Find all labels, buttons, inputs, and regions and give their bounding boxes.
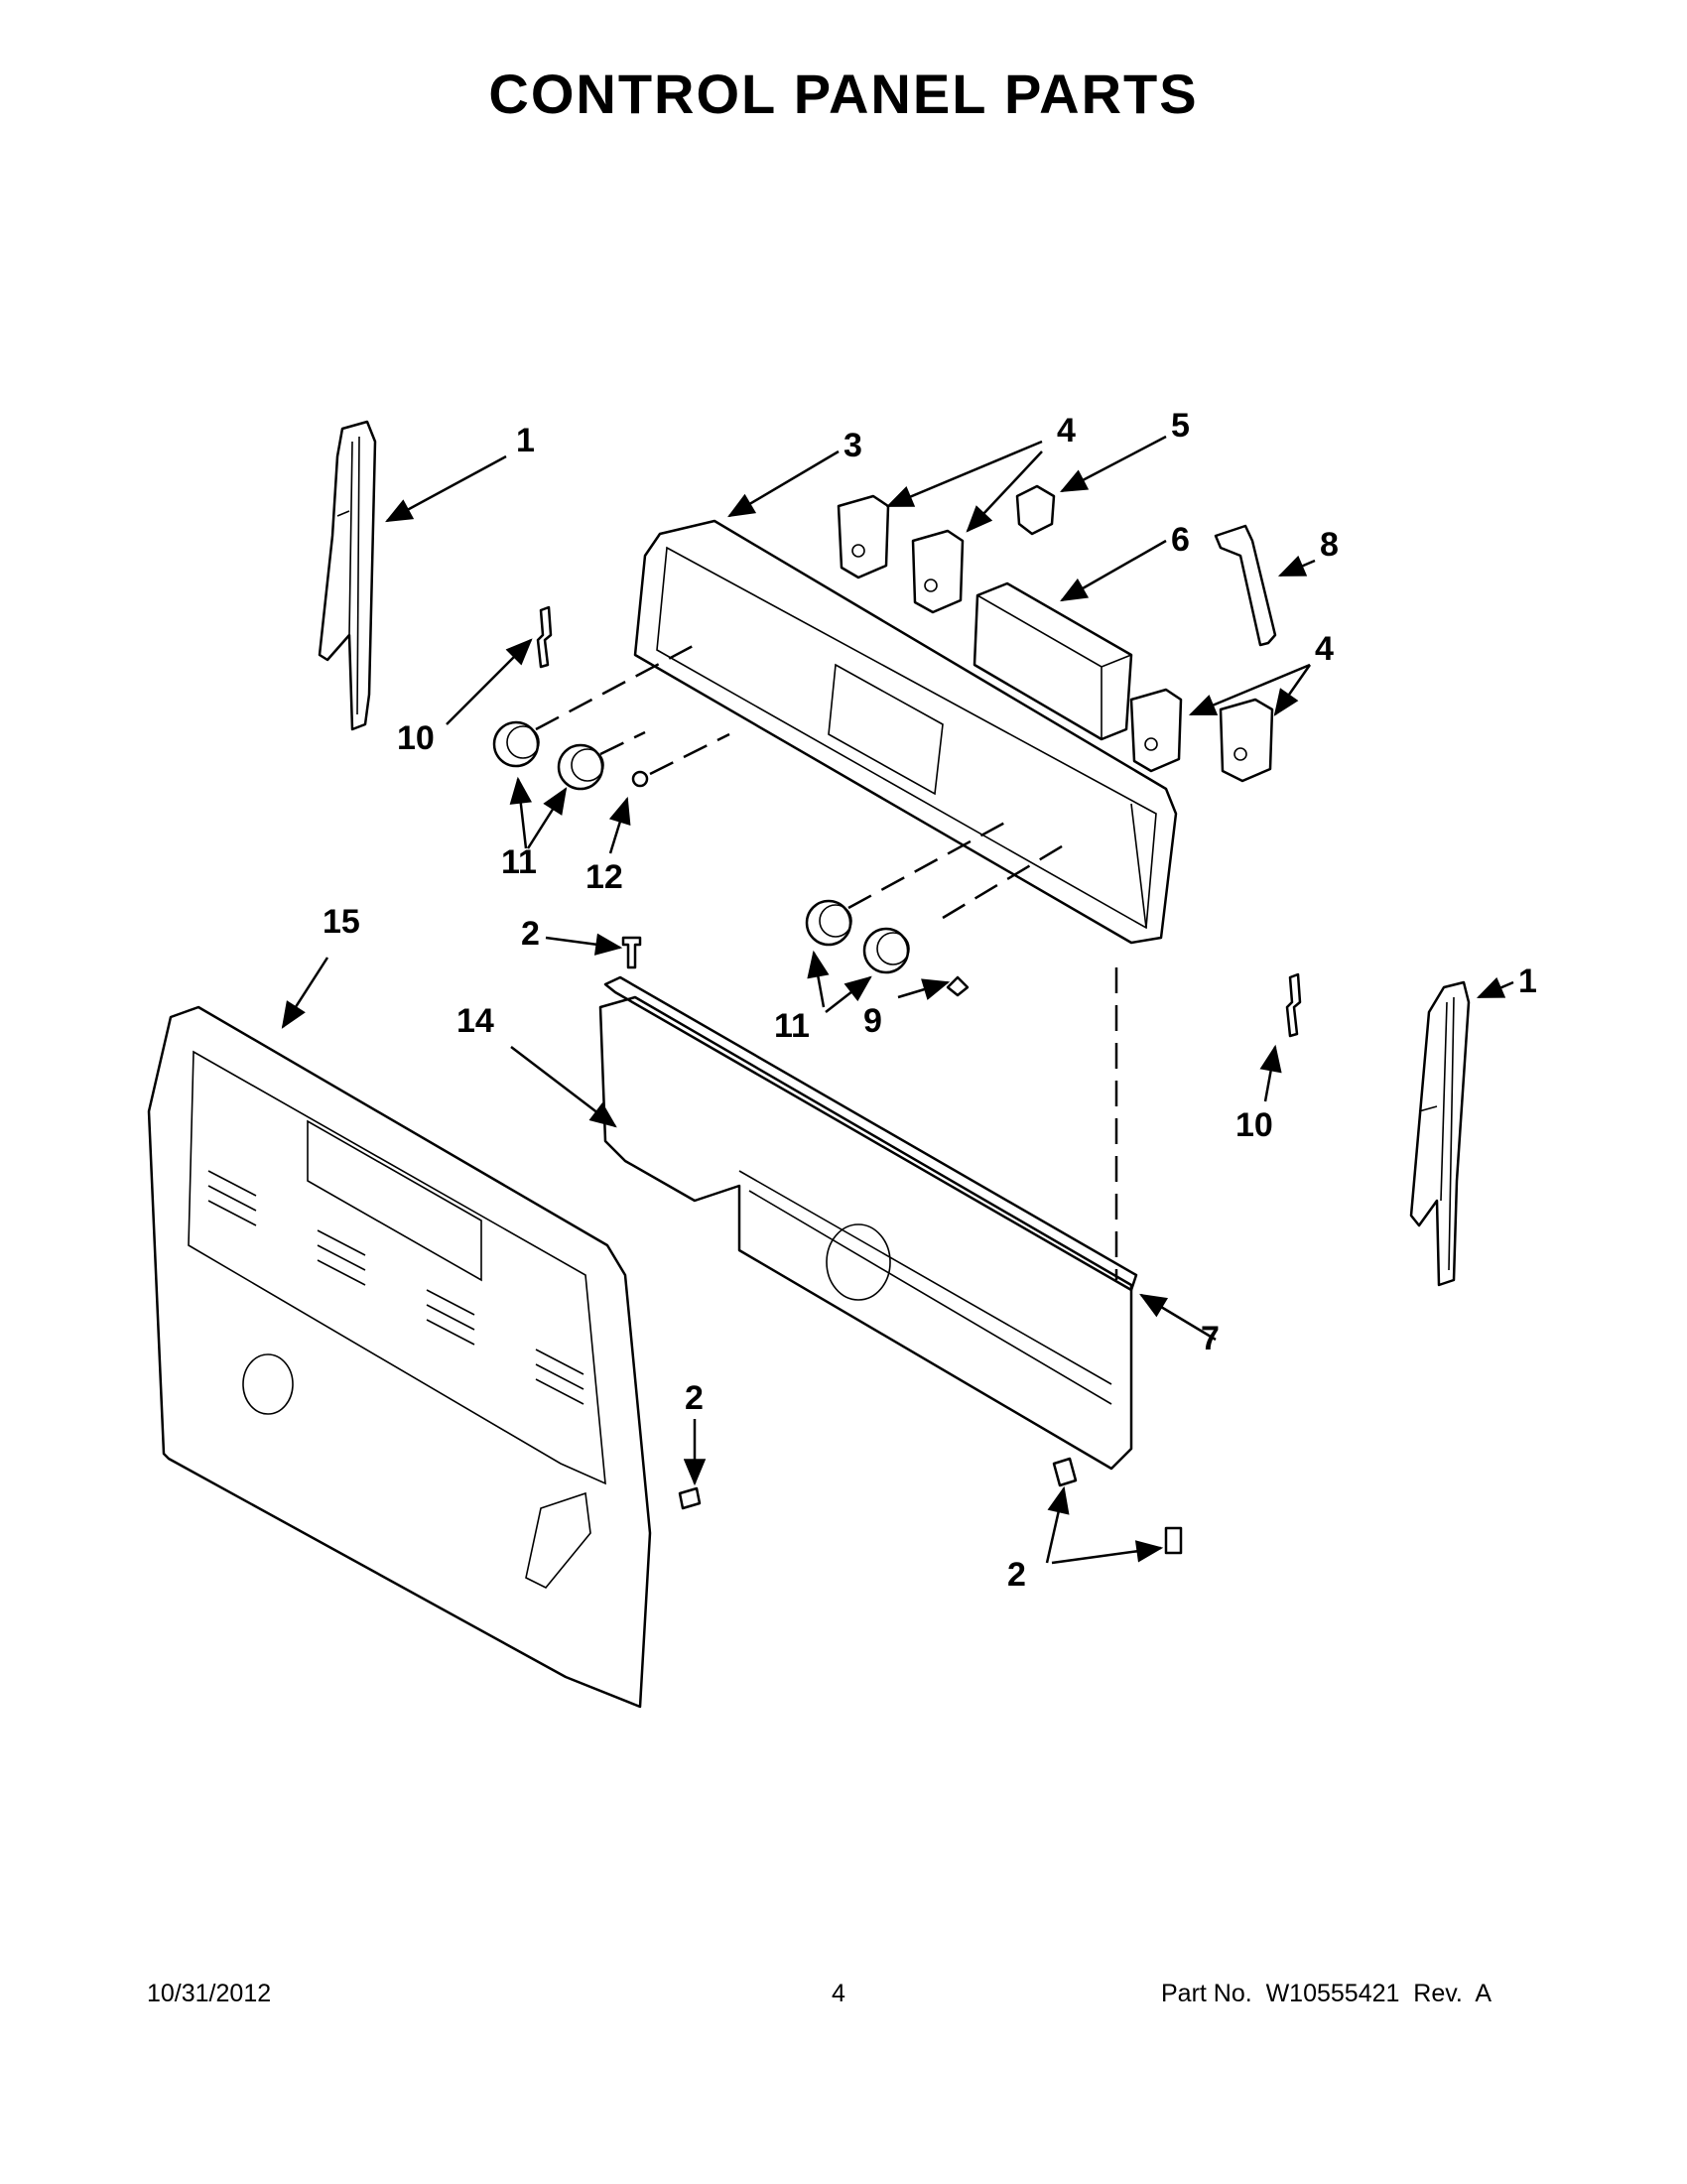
footer-date: 10/31/2012: [147, 1980, 272, 2007]
support-rail: [603, 975, 1138, 1292]
callout-14: 14: [456, 1002, 494, 1040]
indicator-light: [1015, 484, 1056, 536]
heat-shield: [147, 1005, 652, 1709]
callout-15: 15: [323, 903, 360, 941]
footer-page-number: 4: [832, 1980, 845, 2007]
control-panel-fascia: [633, 519, 1178, 945]
callout-3: 3: [844, 427, 862, 464]
side-bracket-left: [318, 420, 377, 731]
infinite-switch-3: [1129, 688, 1183, 773]
callout-4-lower: 4: [1315, 630, 1334, 668]
clip-right: [1285, 972, 1302, 1038]
electronic-control-box: [973, 581, 1133, 741]
infinite-switch-1: [837, 494, 890, 579]
screws: [621, 770, 1183, 1555]
callout-2-upper: 2: [521, 915, 540, 953]
callout-10-right: 10: [1235, 1106, 1273, 1144]
callout-labels: 1 1 2 2 2 3 4 4 5 6 7 8 9 10 10 11 11 12…: [323, 407, 1537, 1594]
callout-10-left: 10: [397, 719, 435, 757]
page-title: CONTROL PANEL PARTS: [488, 63, 1199, 125]
support-bracket: [1214, 524, 1277, 647]
callout-8: 8: [1320, 526, 1339, 564]
infinite-switch-2: [911, 529, 965, 614]
callout-1-right: 1: [1518, 963, 1537, 1000]
callout-4-upper: 4: [1057, 412, 1076, 450]
callout-9: 9: [863, 1002, 882, 1040]
callout-5: 5: [1171, 407, 1190, 445]
callout-arrows: [281, 435, 1514, 1565]
callout-7: 7: [1201, 1320, 1220, 1357]
infinite-switch-4: [1219, 698, 1274, 783]
callout-1-left: 1: [516, 422, 535, 459]
knobs: [492, 720, 910, 974]
callout-2-lower-left: 2: [685, 1379, 704, 1417]
callout-12: 12: [585, 858, 623, 896]
callout-11-lower: 11: [774, 1007, 810, 1045]
side-bracket-right: [1409, 980, 1471, 1287]
callout-11-upper: 11: [501, 843, 537, 881]
footer-part-number: Part No. W10555421 Rev. A: [1161, 1980, 1492, 2007]
rear-panel: [598, 995, 1133, 1471]
callout-2-lower-right: 2: [1007, 1556, 1026, 1594]
assembly-lines: [535, 643, 1118, 1280]
callout-6: 6: [1171, 521, 1190, 559]
clip-left: [536, 605, 553, 669]
